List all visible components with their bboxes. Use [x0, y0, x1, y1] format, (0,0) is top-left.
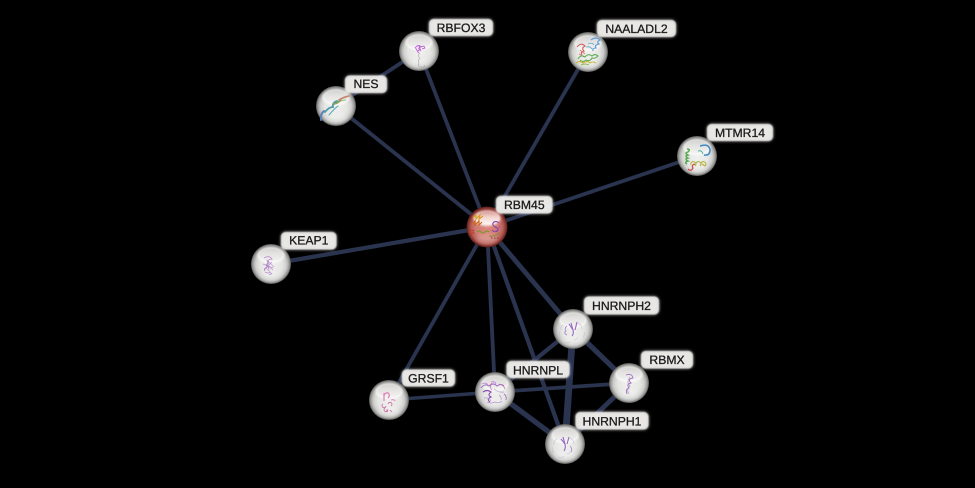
svg-text:HNRNPH1: HNRNPH1	[583, 415, 642, 429]
svg-text:HNRNPL: HNRNPL	[513, 364, 563, 378]
svg-text:MTMR14: MTMR14	[715, 126, 765, 140]
svg-text:NAALADL2: NAALADL2	[605, 22, 668, 36]
svg-text:RBMX: RBMX	[649, 353, 684, 367]
svg-text:HNRNPH2: HNRNPH2	[592, 299, 651, 313]
svg-text:RBFOX3: RBFOX3	[437, 21, 486, 35]
svg-text:RBM45: RBM45	[504, 198, 545, 212]
svg-text:GRSF1: GRSF1	[408, 372, 449, 386]
svg-text:NES: NES	[353, 77, 378, 91]
svg-text:KEAP1: KEAP1	[289, 234, 329, 248]
